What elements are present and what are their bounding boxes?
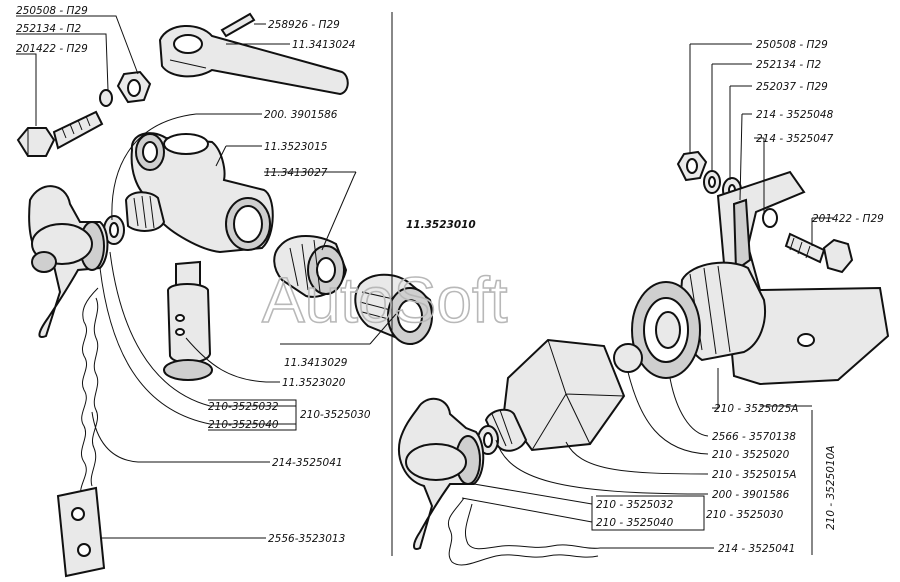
leader-214-3525048 [739, 113, 752, 201]
label-11-3523010: 11.3523010 [406, 219, 476, 231]
coupling-210-3525020 [484, 338, 626, 452]
leader-210-3525015A [565, 441, 709, 475]
leader-201422-right [811, 217, 834, 246]
washer-252134-left [99, 89, 113, 107]
leader-210-3525040-right [461, 497, 593, 523]
plate-2556-3523013 [56, 486, 106, 578]
leader-214-3525041-a [91, 411, 270, 463]
ball-2566-3570138 [613, 343, 643, 373]
label-214-3525047: 214 - 3525047 [756, 133, 834, 145]
label-250508-right: 250508 - П29 [756, 39, 828, 51]
leader-252134-left [16, 33, 109, 91]
leader-200-3901586-b [111, 113, 197, 221]
label-252134-right: 252134 - П2 [756, 59, 821, 71]
wing-nut-210-3525030-left [28, 185, 109, 338]
label-11-3413024: 11.3413024 [292, 39, 355, 51]
handle-11-3413024 [158, 24, 349, 96]
label-200-3901586-right: 200 - 3901586 [712, 489, 790, 501]
label-210-3525010A: 210 - 3525010А [825, 446, 837, 530]
label-210-3525030-left: 210-3525030 [300, 409, 371, 421]
label-201422-left: 201422 - П29 [16, 43, 88, 55]
bracket-210-3525030-right [591, 496, 596, 531]
watermark-text: AutoSoft [262, 264, 508, 336]
bracket-box-left [208, 399, 297, 431]
label-11-3413027: 11.3413027 [264, 167, 328, 179]
label-210-3525040-right: 210 - 3525040 [596, 517, 674, 529]
leader-210-3525040-a [99, 267, 296, 425]
chain-214-3525041-right [448, 497, 601, 566]
leader-252037-right [729, 85, 752, 180]
leader-210-3525020 [627, 371, 709, 455]
leader-201422-left [16, 53, 37, 126]
label-210-3525020: 210 - 3525020 [712, 449, 790, 461]
leader-11-3413029 [280, 313, 397, 345]
nut-250508-right [676, 150, 708, 182]
leader-210-3525032-right [473, 483, 593, 505]
label-214-3525048: 214 - 3525048 [756, 109, 834, 121]
leader-210-3525032-a [109, 251, 296, 407]
label-210-3525025A: 210 - 3525025А [714, 403, 798, 415]
label-11-3523015: 11.3523015 [264, 141, 328, 153]
label-210-3525032-right: 210 - 3525032 [596, 499, 674, 511]
wing-nut-210-3525030-right [398, 398, 485, 550]
leader-250508-right [689, 43, 752, 154]
label-252037-right: 252037 - П29 [756, 81, 828, 93]
label-250508-left: 250508 - П29 [16, 5, 88, 17]
leader-11-3523020 [185, 337, 280, 383]
bolt-201422-left [16, 110, 104, 157]
leader-2566-3570138 [669, 377, 709, 437]
bolt-201422-right [784, 232, 854, 274]
label-201422-right: 201422 - П29 [812, 213, 884, 225]
label-11-3523020: 11.3523020 [282, 377, 346, 389]
leader-210-3525025A [712, 368, 719, 409]
valve-body-11-3523015 [124, 132, 274, 254]
label-258926: 258926 - П29 [268, 19, 340, 31]
leader-252134-right [711, 63, 752, 172]
label-252134-left: 252134 - П2 [16, 23, 81, 35]
nut-250508-left [116, 70, 152, 104]
label-214-3525041-left: 214-3525041 [272, 457, 343, 469]
leader-250508-left [16, 15, 139, 75]
fitting-210-3525025A [631, 261, 766, 379]
chain-214-3525041-left [80, 287, 99, 499]
bracket-box-right [596, 495, 705, 531]
label-214-3525041-right: 214 - 3525041 [718, 543, 795, 555]
label-210-3525032-left: 210-3525032 [208, 401, 279, 413]
leader-11-3523015 [215, 145, 262, 167]
label-200-3901586-left: 200. 3901586 [264, 109, 338, 121]
leader-11-3413027 [321, 171, 357, 251]
label-210-3525015A: 210 - 3525015А [712, 469, 796, 481]
label-210-3525040-left: 210-3525040 [208, 419, 279, 431]
label-11-3413029: 11.3413029 [284, 357, 348, 369]
label-2566-3570138: 2566 - 3570138 [712, 431, 796, 443]
leader-200-3901586-right [495, 439, 709, 495]
washer-252134-right [703, 170, 721, 194]
spring-seat-11-3413027 [273, 235, 348, 298]
label-210-3525030-right: 210 - 3525030 [706, 509, 784, 521]
leader-214-3525047 [754, 137, 765, 212]
pin-258926 [220, 12, 256, 38]
plunger-11-3523020 [163, 260, 213, 381]
label-2556-3523013: 2556-3523013 [268, 533, 345, 545]
